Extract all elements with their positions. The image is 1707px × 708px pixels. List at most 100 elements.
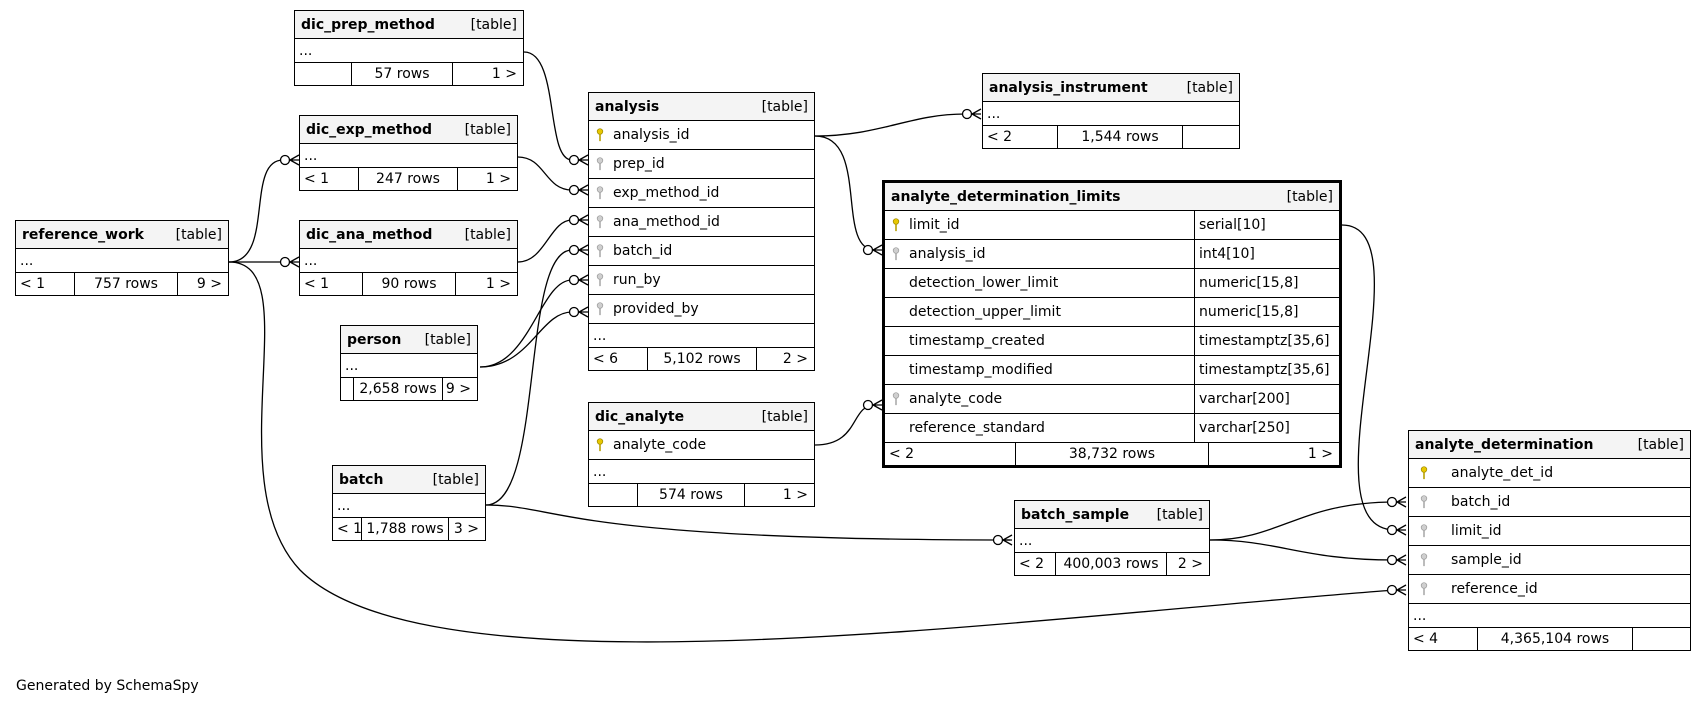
primary-key-icon [589,128,611,142]
footer-left: < 1 [304,171,330,187]
column-name: timestamp_created [909,333,1045,349]
column-row[interactable]: sample_id [1409,546,1690,575]
column-name: sample_id [1451,552,1522,568]
row-count: 90 rows [362,273,456,295]
column-row[interactable]: detection_upper_limit numeric[15,8] [885,298,1339,327]
column-row[interactable]: batch_id [589,237,814,266]
foreign-key-icon [1409,524,1439,538]
column-type: numeric[15,8] [1194,269,1339,297]
rel-analyte-limits [814,404,876,446]
footer-left [341,378,353,400]
column-name: timestamp_modified [909,362,1053,378]
table-name: analysis_instrument [989,79,1148,96]
column-row[interactable]: analyte_det_id [1409,459,1690,488]
footer-left: < 1 [337,521,363,537]
columns-ellipsis: ... [300,249,517,273]
table-kind: [table] [1156,506,1203,523]
rel-batch-analysis [485,249,573,506]
table-name: dic_ana_method [306,226,433,243]
table-name: dic_exp_method [306,121,433,138]
column-row[interactable]: batch_id [1409,488,1690,517]
column-type: numeric[15,8] [1194,298,1339,326]
column-row[interactable]: analyte_code varchar[200] [885,385,1339,414]
column-name: analyte_code [613,437,707,453]
column-row[interactable]: run_by [589,266,814,295]
footer-right: 1 > [1307,446,1333,462]
table-analysis[interactable]: analysis[table] analysis_id prep_id exp_… [588,92,815,371]
column-row[interactable]: timestamp_created timestamptz[35,6] [885,327,1339,356]
column-name: detection_upper_limit [909,304,1061,320]
column-row[interactable]: provided_by [589,295,814,324]
table-kind: [table] [761,408,808,425]
column-type: timestamptz[35,6] [1194,356,1339,384]
footer-left: < 1 [20,276,46,292]
columns-ellipsis: ... [1015,529,1209,553]
footer-left [589,484,637,506]
rel-ana-analysis [517,219,573,263]
table-analyte-determination[interactable]: analyte_determination[table] analyte_det… [1408,430,1691,651]
column-name: limit_id [909,217,960,233]
footer-left: < 4 [1413,631,1439,647]
table-kind: [table] [464,121,511,138]
table-kind: [table] [761,98,808,115]
column-row[interactable]: reference_id [1409,575,1690,604]
column-name: reference_id [1451,581,1538,597]
footer-left: < 6 [593,351,619,367]
rel-exp-analysis [517,156,573,191]
column-name: batch_id [1451,494,1511,510]
column-row[interactable]: prep_id [589,150,814,179]
foreign-key-icon [1409,495,1439,509]
column-row[interactable]: timestamp_modified timestamptz[35,6] [885,356,1339,385]
row-count: 1,788 rows [361,518,449,540]
table-name: analyte_determination [1415,436,1594,453]
column-type: timestamptz[35,6] [1194,327,1339,355]
column-row[interactable]: analyte_code [589,431,814,460]
table-analyte-determination-limits[interactable]: analyte_determination_limits [table] limi… [882,180,1342,468]
foreign-key-icon [1409,582,1439,596]
column-name: analyte_code [909,391,1003,407]
foreign-key-icon [1409,553,1439,567]
column-type: varchar[200] [1194,385,1339,413]
rel-sample-sampleid [1209,539,1396,561]
column-type: varchar[250] [1194,414,1339,442]
column-row[interactable]: ana_method_id [589,208,814,237]
footer-right [1183,126,1239,148]
footer-left [295,63,351,85]
rel-person-providedby [479,311,573,368]
rel-person-runby [479,279,573,368]
footer-right: 1 > [491,66,517,82]
row-count: 5,102 rows [647,348,757,370]
table-dic-analyte[interactable]: dic_analyte[table] analyte_code ... 574 … [588,402,815,507]
table-kind: [table] [432,471,479,488]
foreign-key-icon [589,157,611,171]
column-row[interactable]: limit_id [1409,517,1690,546]
table-kind: [table] [1286,188,1333,205]
column-row[interactable]: analysis_id [589,121,814,150]
table-name: dic_prep_method [301,16,435,33]
table-name: analyte_determination_limits [891,188,1121,205]
column-row[interactable]: exp_method_id [589,179,814,208]
footer-right [1633,628,1690,650]
rel-analysis-limits [814,135,876,251]
table-kind: [table] [1186,79,1233,96]
row-count: 1,544 rows [1057,126,1183,148]
footer-right: 1 > [485,171,511,187]
